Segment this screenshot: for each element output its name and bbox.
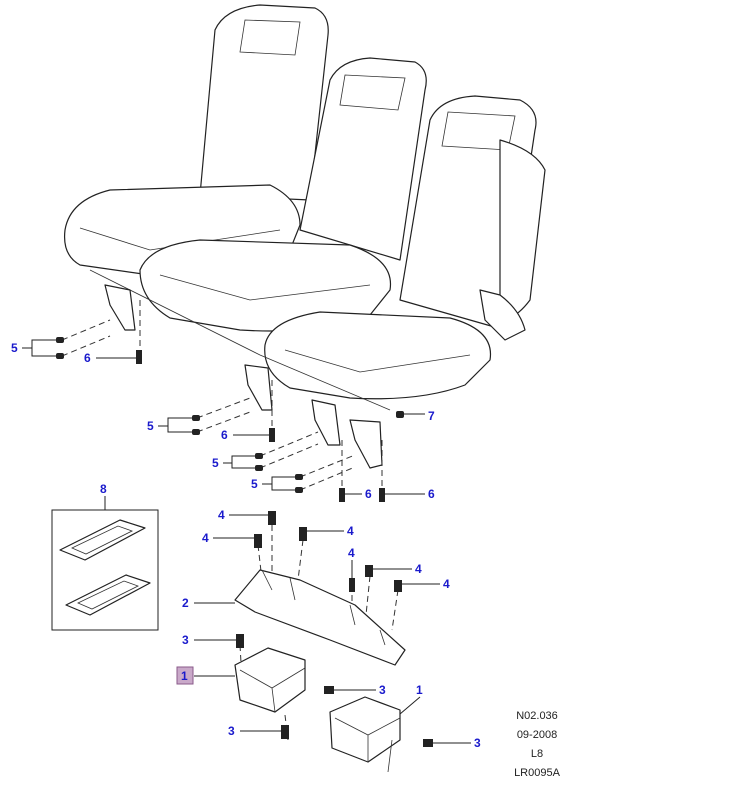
callout-1-selected[interactable]: 1 [181,669,188,683]
part-2-rail [234,569,406,666]
callout-6[interactable]: 6 [428,487,435,501]
callout-5[interactable]: 5 [251,477,258,491]
callout-3[interactable]: 3 [228,724,235,738]
callout-7[interactable]: 7 [428,409,435,423]
leader-lines [22,339,471,744]
callout-3[interactable]: 3 [182,633,189,647]
callout-3[interactable]: 3 [379,683,386,697]
seat-assembly-drawing [63,4,546,469]
callout-1[interactable]: 1 [416,683,423,697]
reference-model: L8 [531,748,543,760]
part-8-inset [51,509,159,631]
callout-4[interactable]: 4 [218,508,225,522]
callout-6[interactable]: 6 [365,487,372,501]
part-1-bracket-left [234,647,306,713]
callout-2[interactable]: 2 [182,596,189,610]
reference-block: N02.036 09-2008 L8 LR0095A [514,710,561,779]
callout-6[interactable]: 6 [84,351,91,365]
callout-labels: 5 6 5 6 7 5 5 6 6 8 4 4 4 4 4 4 2 3 1 3 … [11,341,481,750]
callout-4[interactable]: 4 [347,524,354,538]
callout-1-highlight [176,666,194,685]
callout-6[interactable]: 6 [221,428,228,442]
callout-4[interactable]: 4 [415,562,422,576]
part-1-bracket-right [329,696,401,763]
callout-8[interactable]: 8 [100,482,107,496]
fasteners [56,337,433,747]
reference-code: N02.036 [516,710,558,722]
illustration-id: LR0095A [514,767,561,779]
callout-4[interactable]: 4 [348,546,355,560]
reference-date: 09-2008 [517,729,557,741]
callout-3[interactable]: 3 [474,736,481,750]
callout-5[interactable]: 5 [147,419,154,433]
callout-5[interactable]: 5 [212,456,219,470]
callout-4[interactable]: 4 [443,577,450,591]
callout-4[interactable]: 4 [202,531,209,545]
callout-5[interactable]: 5 [11,341,18,355]
